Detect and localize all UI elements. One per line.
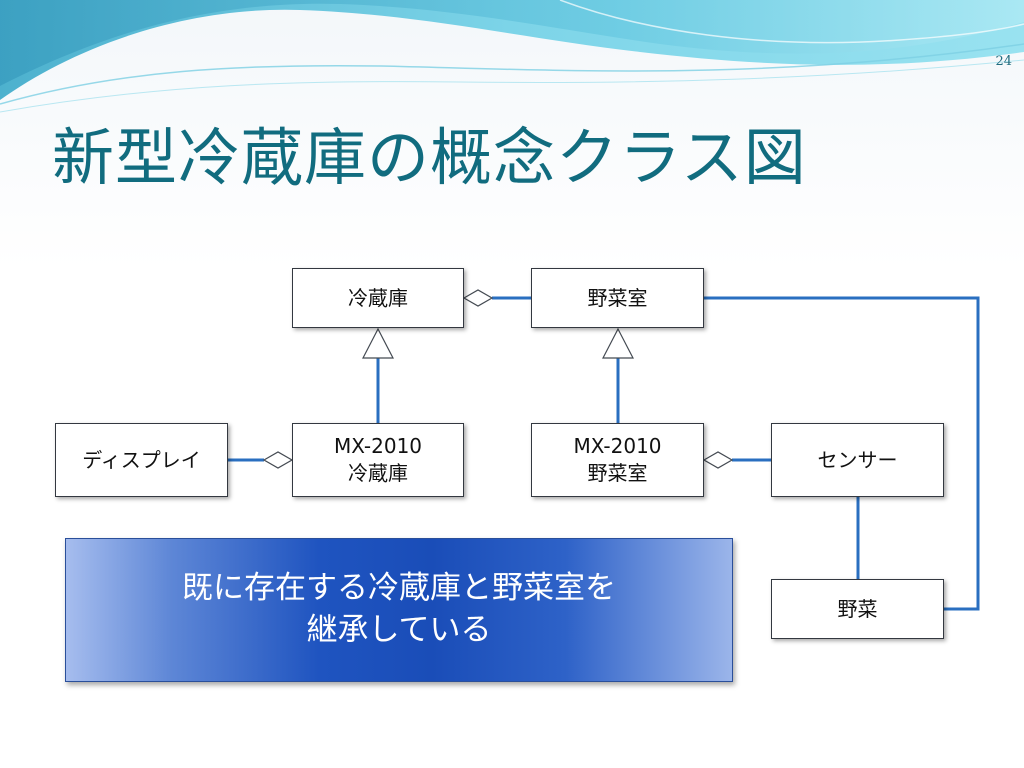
aggregation-diamond-mx2010-vegetable-room [702, 451, 734, 469]
class-box-sensor: センサー [771, 423, 944, 497]
inheritance-note-callout: 既に存在する冷蔵庫と野菜室を 継承している [65, 538, 733, 682]
inheritance-arrow-refrigerator [362, 327, 394, 359]
class-label-mx2010-refrigerator-name: 冷蔵庫 [348, 461, 408, 485]
class-label-sensor: センサー [817, 447, 898, 472]
aggregation-diamond-refrigerator [462, 289, 494, 307]
header-wave-decoration [0, 0, 1024, 113]
association-line-vegetable-room-vegetable [704, 296, 980, 611]
callout-text-line-1: 既に存在する冷蔵庫と野菜室を [182, 570, 616, 607]
class-box-vegetable-room: 野菜室 [531, 268, 704, 328]
class-label-vegetable: 野菜 [837, 596, 878, 621]
page-number: 24 [995, 54, 1012, 69]
class-label-mx2010-vegetable-room-name: 野菜室 [587, 461, 648, 485]
inheritance-arrow-vegetable-room [602, 327, 634, 359]
callout-text-line-2: 継承している [306, 612, 492, 648]
class-box-vegetable: 野菜 [771, 579, 944, 639]
aggregation-diamond-display [262, 451, 294, 469]
class-label-display: ディスプレイ [82, 447, 201, 472]
class-label-mx2010-vegetable-room-model: MX-2010 [573, 434, 662, 458]
class-box-mx2010-vegetable-room: MX-2010 野菜室 [531, 423, 704, 497]
class-label-vegetable-room: 野菜室 [587, 285, 648, 310]
class-label-refrigerator: 冷蔵庫 [348, 285, 408, 310]
class-box-mx2010-refrigerator: MX-2010 冷蔵庫 [292, 423, 464, 497]
class-label-mx2010-refrigerator-model: MX-2010 [333, 434, 423, 458]
class-box-refrigerator: 冷蔵庫 [292, 268, 464, 328]
class-box-display: ディスプレイ [55, 423, 228, 497]
slide-title: 新型冷蔵庫の概念クラス図 [52, 121, 807, 194]
